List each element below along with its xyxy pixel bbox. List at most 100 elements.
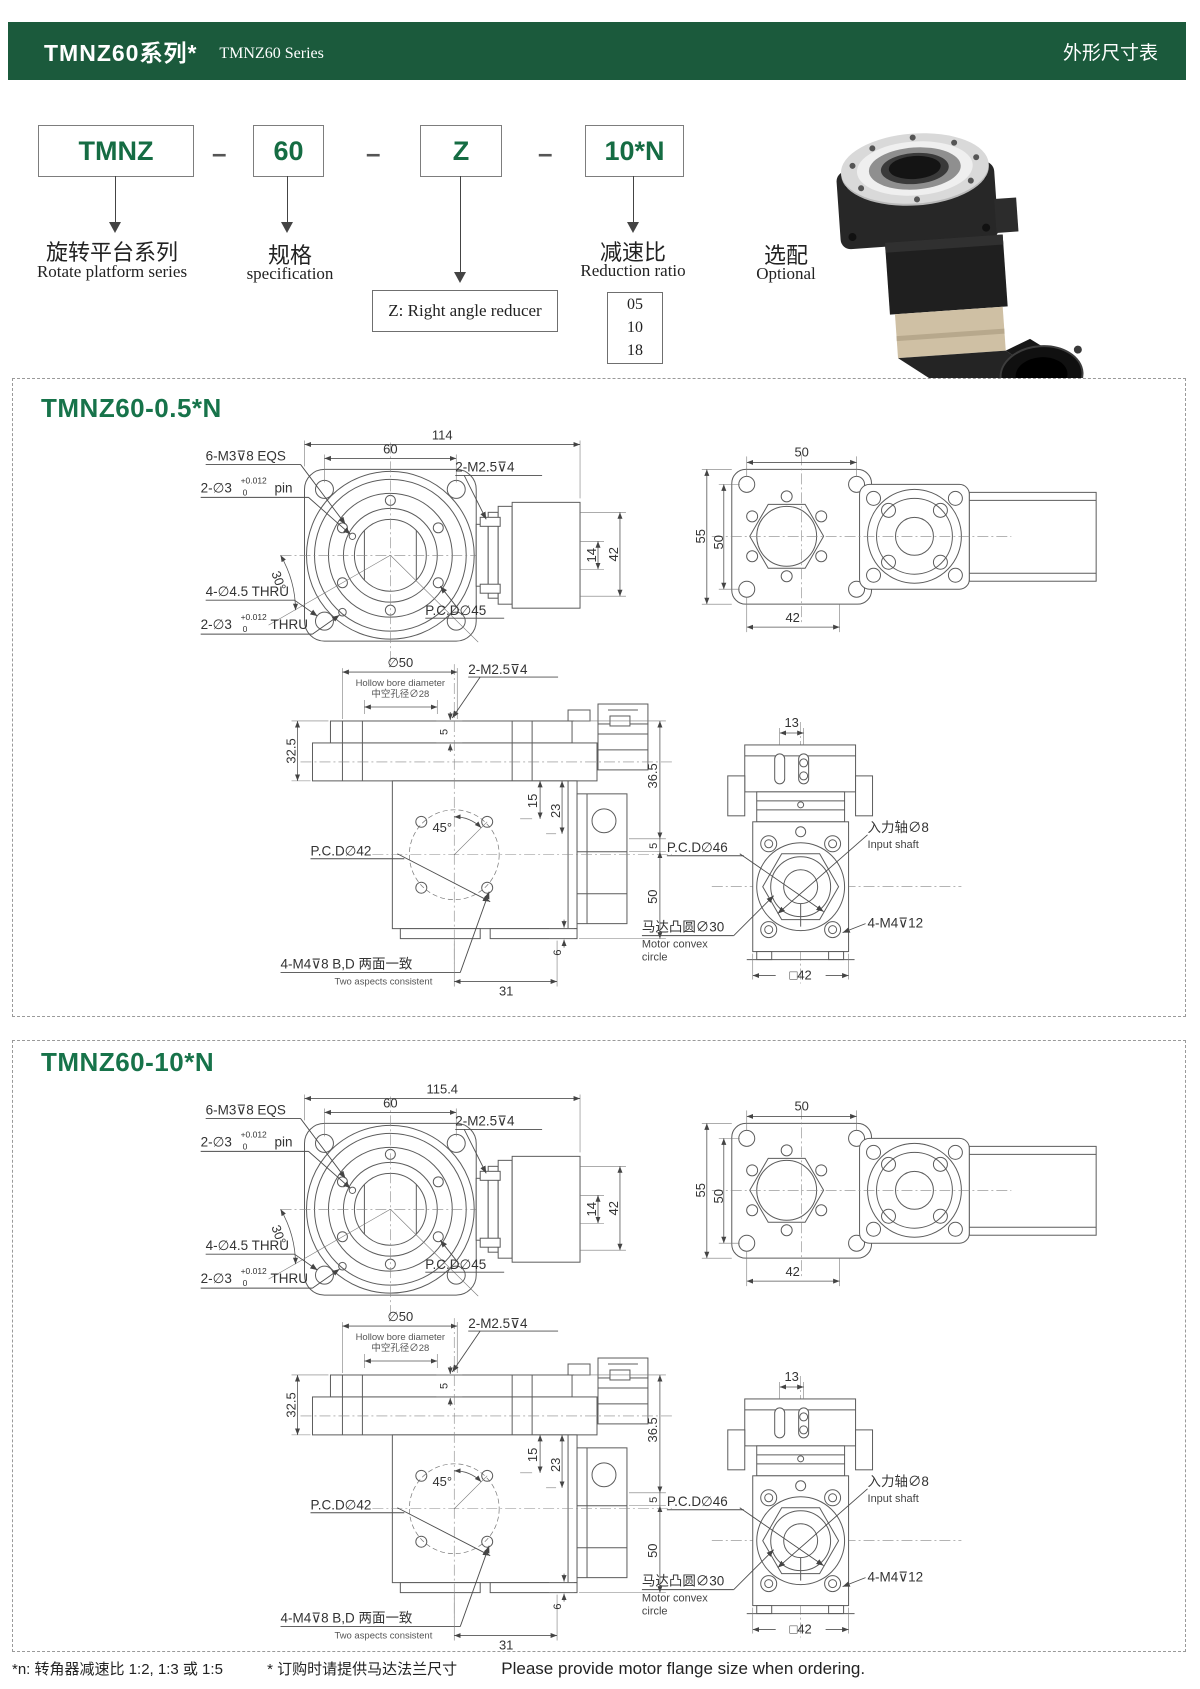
label-thru3: 2-∅3 bbox=[201, 1271, 232, 1286]
dim-14: 14 bbox=[584, 1202, 599, 1216]
dim-d-sq42: □42 bbox=[790, 968, 812, 983]
dim-42-vertical: 42 bbox=[606, 547, 621, 561]
ratio-option: 05 bbox=[627, 295, 643, 313]
dash: – bbox=[538, 138, 553, 168]
dim-total-width: 114 bbox=[432, 427, 453, 442]
dash: – bbox=[366, 138, 381, 168]
label-input-shaft-zh: 入力轴∅8 bbox=[868, 1474, 929, 1489]
footer-note-ratio: *n: 转角器减速比 1:2, 1:3 或 1:5 bbox=[12, 1661, 223, 1678]
dim-c-325: 32.5 bbox=[284, 1392, 299, 1417]
label-thru3-tol-top: +0.012 bbox=[241, 612, 267, 622]
dimension-drawing: 30° 115.4 60 14 42 6-M3⊽8 EQS 2-∅3 + bbox=[201, 1081, 1097, 1651]
dimension-section: TMNZ60-0.5*N bbox=[12, 378, 1186, 1017]
label-pcd46: P.C.D∅46 bbox=[667, 840, 728, 855]
label-pin-tol-top: +0.012 bbox=[241, 475, 267, 485]
dim-c-365: 36.5 bbox=[645, 763, 660, 788]
dim-d-13: 13 bbox=[784, 715, 798, 730]
dim-c-6: 6 bbox=[552, 1604, 564, 1610]
dim-c-5b: 5 bbox=[648, 843, 660, 849]
section-title: TMNZ60-0.5*N bbox=[41, 393, 222, 423]
product-image bbox=[836, 133, 1084, 406]
label-c-m25: 2-M2.5⊽4 bbox=[468, 1316, 528, 1331]
dim-b42: 42 bbox=[785, 610, 799, 625]
model-box-reducer: Z bbox=[420, 125, 502, 177]
dim-angle-30: 30° bbox=[268, 569, 289, 593]
label-pcd45: P.C.D∅45 bbox=[425, 1257, 486, 1272]
dim-c-6: 6 bbox=[552, 950, 564, 956]
label-eqs: 6-M3⊽8 EQS bbox=[206, 448, 286, 463]
label-motor-convex-en1: Motor convex bbox=[642, 1593, 708, 1605]
label-hollow-en: Hollow bore diameter bbox=[356, 678, 445, 689]
footer-note-flange-zh: * 订购时请提供马达法兰尺寸 bbox=[267, 1661, 458, 1678]
label-c-m4: 4-M4⊽8 B,D 两面一致 bbox=[281, 1611, 413, 1626]
label-pin-tol-bot: 0 bbox=[243, 1141, 248, 1151]
label-thru3-tol-bot: 0 bbox=[243, 1278, 248, 1288]
label-pin-tol-bot: 0 bbox=[243, 487, 248, 497]
footer: *n: 转角器减速比 1:2, 1:3 或 1:5 * 订购时请提供马达法兰尺寸… bbox=[12, 1658, 1188, 1679]
dim-b42: 42 bbox=[785, 1264, 799, 1279]
label-pcd46: P.C.D∅46 bbox=[667, 1494, 728, 1509]
label-motor-convex-en2: circle bbox=[642, 952, 668, 964]
section-view: 45° ∅50 Hollow bore diameter 中空孔径∅28 2-M… bbox=[280, 655, 672, 999]
label-motor-convex-zh: 马达凸圆∅30 bbox=[642, 1574, 724, 1589]
model-box-ratio: 10*N bbox=[585, 125, 684, 177]
series-label-zh: 旋转平台系列 bbox=[45, 240, 179, 265]
label-hollow-en: Hollow bore diameter bbox=[356, 1332, 445, 1343]
label-pcd42: P.C.D∅42 bbox=[310, 844, 371, 859]
label-motor-convex-en1: Motor convex bbox=[642, 939, 708, 951]
dim-c-325: 32.5 bbox=[284, 738, 299, 763]
label-input-shaft-en: Input shaft bbox=[868, 839, 919, 851]
model-box-series: TMNZ bbox=[38, 125, 194, 177]
dim-c-5b: 5 bbox=[648, 1497, 660, 1503]
header-bar: TMNZ60系列* TMNZ60 Series 外形尺寸表 bbox=[8, 22, 1186, 80]
label-eqs: 6-M3⊽8 EQS bbox=[206, 1102, 286, 1117]
label-d-m4: 4-M4⊽12 bbox=[868, 916, 924, 931]
label-motor-convex-zh: 马达凸圆∅30 bbox=[642, 920, 724, 935]
page-subtitle: TMNZ60 Series bbox=[219, 45, 324, 62]
front-view: 30° 115.4 60 14 42 6-M3⊽8 EQS 2-∅3 + bbox=[201, 1081, 626, 1325]
dim-c-5a: 5 bbox=[438, 729, 450, 735]
model-box-size: 60 bbox=[253, 125, 324, 177]
dim-b50: 50 bbox=[794, 444, 808, 459]
dim-c-5a: 5 bbox=[438, 1383, 450, 1389]
dim-b55: 55 bbox=[693, 1183, 708, 1197]
label-pcd45: P.C.D∅45 bbox=[425, 603, 486, 618]
label-thru3-suffix: THRU bbox=[271, 1271, 308, 1286]
dim-b50: 50 bbox=[794, 1098, 808, 1113]
dim-42-vertical: 42 bbox=[606, 1201, 621, 1215]
label-thru3: 2-∅3 bbox=[201, 617, 232, 632]
front-view: 30° 114 60 14 42 6-M3⊽8 EQS 2-∅3 +0. bbox=[201, 427, 626, 671]
label-thru3-tol-bot: 0 bbox=[243, 624, 248, 634]
dim-c-31: 31 bbox=[499, 984, 513, 999]
dim-c-23: 23 bbox=[548, 1458, 563, 1472]
dash: – bbox=[212, 138, 227, 168]
header-right-label: 外形尺寸表 bbox=[1062, 42, 1158, 64]
spec-label-zh: 规格 bbox=[267, 243, 313, 268]
dim-60: 60 bbox=[383, 441, 397, 456]
label-c-m4: 4-M4⊽8 B,D 两面一致 bbox=[281, 957, 413, 972]
spec-label-en: specification bbox=[246, 264, 334, 283]
label-pin: 2-∅3 bbox=[201, 1134, 232, 1149]
dim-c-15: 15 bbox=[525, 794, 540, 808]
optional-label-en: Optional bbox=[756, 264, 816, 283]
label-pin-suffix: pin bbox=[275, 1134, 293, 1149]
dim-c-365: 36.5 bbox=[645, 1417, 660, 1442]
dim-angle-45: 45° bbox=[432, 820, 452, 835]
dim-angle-30: 30° bbox=[268, 1223, 289, 1247]
label-c-m4-en: Two aspects consistent bbox=[334, 977, 432, 988]
top-view: 50 55 50 42 bbox=[693, 444, 1097, 633]
label-pcd42: P.C.D∅42 bbox=[310, 1498, 371, 1513]
label-m25: 2-M2.5⊽4 bbox=[455, 459, 515, 474]
label-hollow-zh: 中空孔径∅28 bbox=[371, 688, 429, 700]
footer-note-flange-en: Please provide motor flange size when or… bbox=[501, 1659, 866, 1678]
label-c-m4-en: Two aspects consistent bbox=[334, 1631, 432, 1642]
ratio-option: 10 bbox=[627, 318, 643, 336]
bottom-view: 13 P.C.D∅46 入力轴∅8 Input shaft 马达凸圆∅30 Mo… bbox=[641, 1369, 962, 1638]
dimension-section: TMNZ60-10*N bbox=[12, 1040, 1186, 1652]
label-c-m25: 2-M2.5⊽4 bbox=[468, 662, 528, 677]
dimension-drawing: 30° 114 60 14 42 6-M3⊽8 EQS 2-∅3 +0. bbox=[201, 427, 1097, 999]
dim-total-width: 115.4 bbox=[427, 1081, 459, 1096]
dim-14: 14 bbox=[584, 548, 599, 562]
dim-c-50r: 50 bbox=[645, 889, 660, 903]
label-thru45: 4-∅4.5 THRU bbox=[206, 584, 289, 599]
